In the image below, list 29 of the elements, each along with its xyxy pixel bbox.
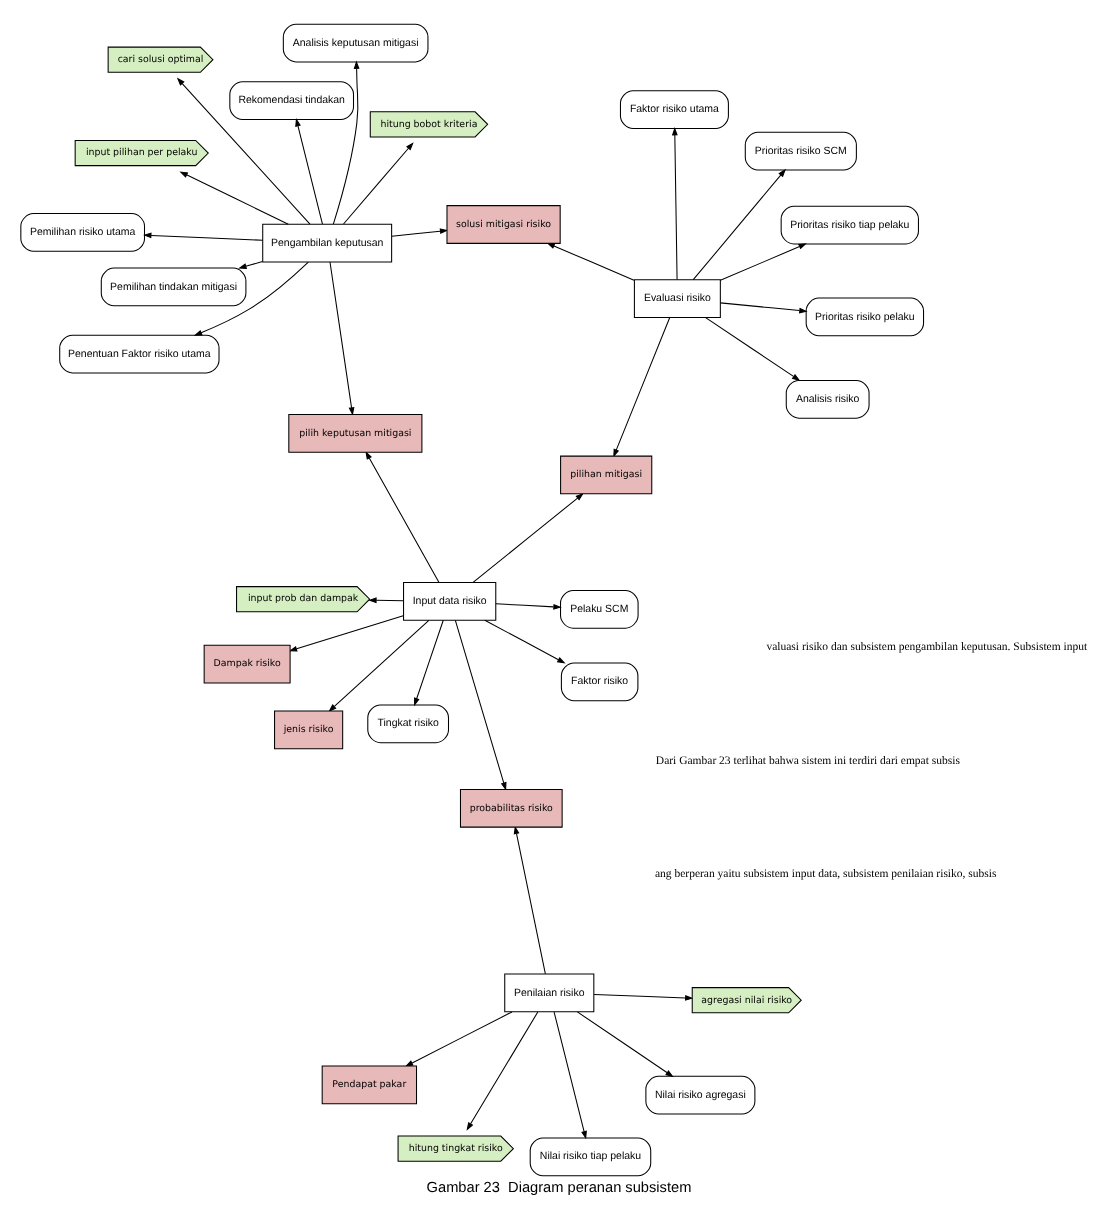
arrow (719, 301, 808, 313)
arrow (692, 167, 787, 280)
arrow (414, 618, 444, 706)
arrow (466, 1010, 539, 1130)
arrow (238, 260, 263, 268)
arrow (368, 596, 404, 603)
arrow (193, 260, 309, 335)
arrow (391, 227, 449, 236)
arrow (705, 316, 801, 380)
arrow (365, 450, 440, 582)
arrow (288, 614, 404, 651)
arrow (143, 231, 264, 240)
arrow (329, 260, 355, 415)
arrow (176, 76, 311, 224)
arrow (484, 618, 566, 663)
arrow (513, 824, 546, 974)
arrow (472, 492, 584, 582)
arrow (576, 1010, 674, 1077)
arrow (495, 602, 562, 609)
arrow (671, 125, 678, 280)
arrow (295, 117, 323, 224)
arrow (179, 170, 289, 224)
arrow (332, 59, 360, 224)
arrow (613, 316, 671, 457)
arrow (328, 618, 430, 711)
arrow (553, 1010, 587, 1139)
arrow (454, 618, 507, 790)
arrow (593, 993, 694, 1000)
arrow (343, 141, 414, 224)
